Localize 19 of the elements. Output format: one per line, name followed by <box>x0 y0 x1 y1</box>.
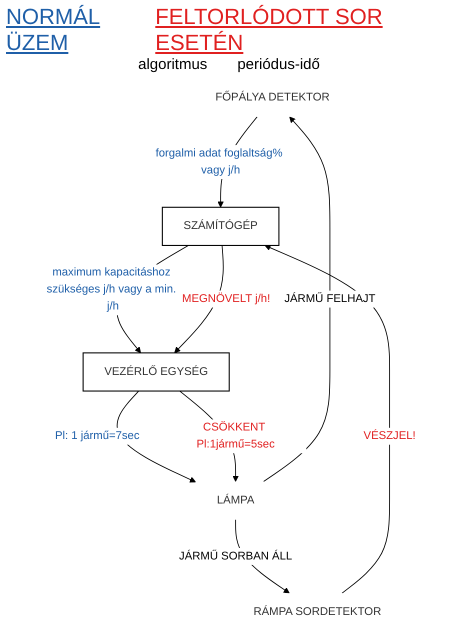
edge-label: CSÖKKENT Pl:1jármű=5sec <box>196 421 275 450</box>
node-text: FŐPÁLYA DETEKTOR <box>215 91 330 104</box>
node-text: RÁMPA SORDETEKTOR <box>253 606 382 618</box>
edge-label: JÁRMŰ SORBAN ÁLL <box>179 550 292 562</box>
edge-label: Pl: 1 jármű=7sec <box>54 430 140 442</box>
node-text: LÁMPA <box>216 494 254 506</box>
arrow <box>264 244 390 594</box>
edge-label: forgalmi adat foglaltság% vagy j/h <box>156 147 283 176</box>
node-box: SZÁMÍTÓGÉP <box>162 206 280 246</box>
node-box: VEZÉRLŐ EGYSÉG <box>82 352 230 392</box>
note-text: algoritmus <box>138 56 208 73</box>
edge-label: maximum kapacitáshoz szükséges j/h vagy a min. j/h <box>46 266 176 312</box>
column-heading: FELTORLÓDOTT SOR ESETÉN <box>155 4 384 56</box>
edge-label: JÁRMŰ FELHAJT <box>284 292 376 305</box>
note-text: periódus-idő <box>237 56 320 73</box>
edge-label: VÉSZJEL! <box>364 430 416 442</box>
column-heading: NORMÁL ÜZEM <box>6 4 102 56</box>
arrow <box>263 116 330 482</box>
edge-label: MEGNÖVELT j/h! <box>182 292 270 305</box>
